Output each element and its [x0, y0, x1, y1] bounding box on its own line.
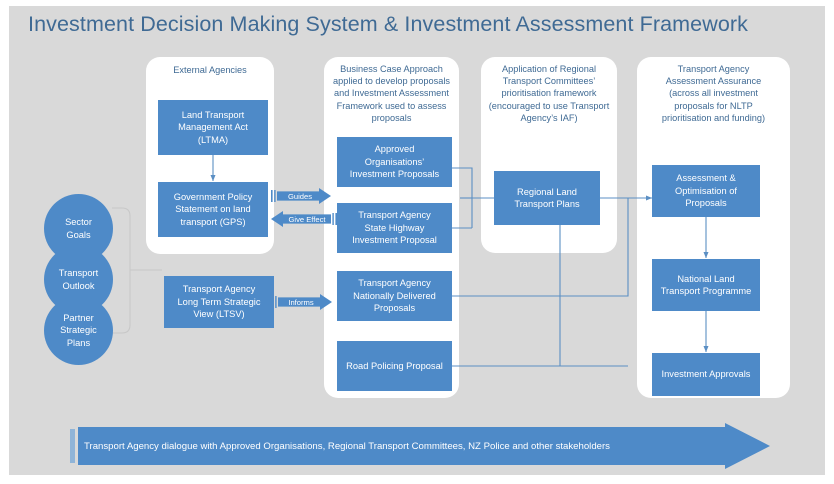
panel-assessment-assurance	[637, 57, 790, 398]
flow-label-guides: Guides	[287, 191, 313, 201]
box-regional-land-transport-plans[interactable]: Regional Land Transport Plans	[494, 171, 600, 225]
panel-heading-assessment-assurance: Transport Agency Assessment Assurance (a…	[661, 64, 766, 123]
box-national-land-transport-programme[interactable]: National Land Transport Programme	[652, 259, 760, 311]
flow-label-informs: Informs	[288, 297, 314, 307]
bottom-banner-label: Transport Agency dialogue with Approved …	[84, 440, 610, 452]
input-circle-partner-strategic-plans[interactable]: Partner Strategic Plans	[44, 296, 113, 365]
panel-heading-regional-transport-committees: Application of Regional Transport Commit…	[488, 64, 610, 123]
flow-label-give-effect: Give Effect	[288, 214, 326, 224]
panel-heading-business-case-approach: Business Case Approach applied to develo…	[333, 64, 450, 123]
box-assessment-optimisation-of-proposals[interactable]: Assessment & Optimisation of Proposals	[652, 165, 760, 217]
box-transport-agency-state-highway-investment-proposal[interactable]: Transport Agency State Highway Investmen…	[337, 203, 452, 253]
flow-arrow-guides: Guides	[271, 188, 331, 204]
page-title: Investment Decision Making System & Inve…	[28, 12, 749, 36]
box-road-policing-proposal[interactable]: Road Policing Proposal	[337, 341, 452, 391]
box-ltsv[interactable]: Transport Agency Long Term Strategic Vie…	[164, 276, 274, 328]
panel-heading-external-agencies: External Agencies	[173, 65, 247, 75]
box-approved-organisations-investment-proposals[interactable]: Approved Organisations’ Investment Propo…	[337, 137, 452, 187]
box-transport-agency-nationally-delivered-proposals[interactable]: Transport Agency Nationally Delivered Pr…	[337, 271, 452, 321]
flow-arrow-give-effect: Give Effect	[271, 211, 337, 227]
box-investment-approvals[interactable]: Investment Approvals	[652, 353, 760, 396]
box-gps[interactable]: Government Policy Statement on land tran…	[158, 182, 268, 237]
flow-arrow-informs: Informs	[272, 294, 332, 310]
bottom-banner[interactable]: Transport Agency dialogue with Approved …	[70, 423, 770, 469]
box-ltma[interactable]: Land Transport Management Act (LTMA)	[158, 100, 268, 155]
input-circle-sector-goals[interactable]: Sector Goals	[44, 194, 113, 263]
